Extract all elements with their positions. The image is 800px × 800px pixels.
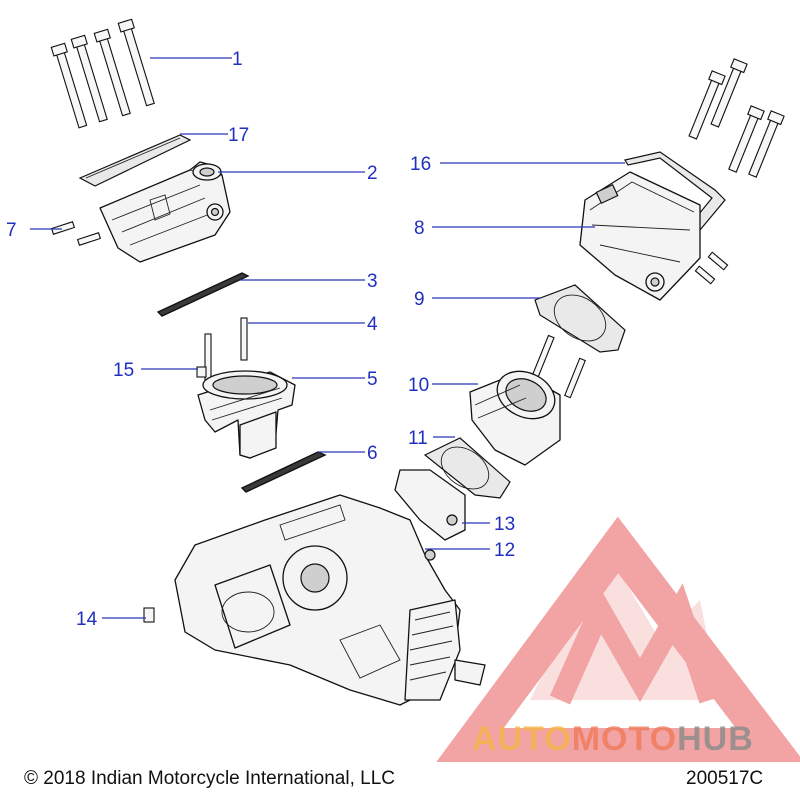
callout-17: 17 <box>228 125 249 146</box>
callout-14: 14 <box>76 609 98 630</box>
dowel-pins-right <box>694 251 729 285</box>
callout-15: 15 <box>113 360 134 381</box>
valve-cover-gasket-left <box>78 134 192 187</box>
callout-13: 13 <box>494 514 515 535</box>
callout-3: 3 <box>367 271 378 292</box>
copyright-notice: © 2018 Indian Motorcycle International, … <box>24 768 395 789</box>
rear-cylinder <box>197 370 296 459</box>
front-cylinder <box>469 370 561 466</box>
callout-12: 12 <box>494 540 515 561</box>
callout-2: 2 <box>367 163 378 184</box>
callout-9: 9 <box>414 289 425 310</box>
callout-1: 1 <box>232 49 243 70</box>
crankcase-assembly <box>174 494 486 706</box>
automotohub-logo <box>436 516 800 762</box>
cylinder-studs-front <box>531 334 586 399</box>
rear-cylinder-head <box>99 161 231 263</box>
callout-11: 11 <box>408 428 428 449</box>
base-gasket-rear <box>240 451 327 493</box>
head-gasket-rear <box>156 272 250 317</box>
wordmark-hub: HUB <box>677 720 754 758</box>
callout-6: 6 <box>367 443 378 464</box>
head-gasket-front <box>534 284 626 353</box>
callout-10: 10 <box>408 375 429 396</box>
wordmark-moto: MOTO <box>572 720 677 758</box>
callout-7: 7 <box>6 220 17 241</box>
callout-8: 8 <box>414 218 425 239</box>
head-bolts-right <box>688 58 785 178</box>
automotohub-wordmark: AUTOMOTOHUB <box>472 720 754 758</box>
wordmark-auto: AUTO <box>472 720 572 758</box>
leader-lines <box>30 57 625 619</box>
base-gasket-front <box>423 437 511 499</box>
callout-5: 5 <box>367 369 378 390</box>
drain-bolt <box>143 607 155 623</box>
dowel-pins-left <box>50 221 102 246</box>
callout-16: 16 <box>410 154 431 175</box>
callout-4: 4 <box>367 314 378 335</box>
diagram-code: 200517C <box>686 768 763 789</box>
svg-text:AUTOMOTOHUB: AUTOMOTOHUB <box>472 720 754 758</box>
front-cylinder-head <box>579 171 701 301</box>
head-bolts-left <box>50 18 155 129</box>
engine-bracket <box>394 469 466 541</box>
